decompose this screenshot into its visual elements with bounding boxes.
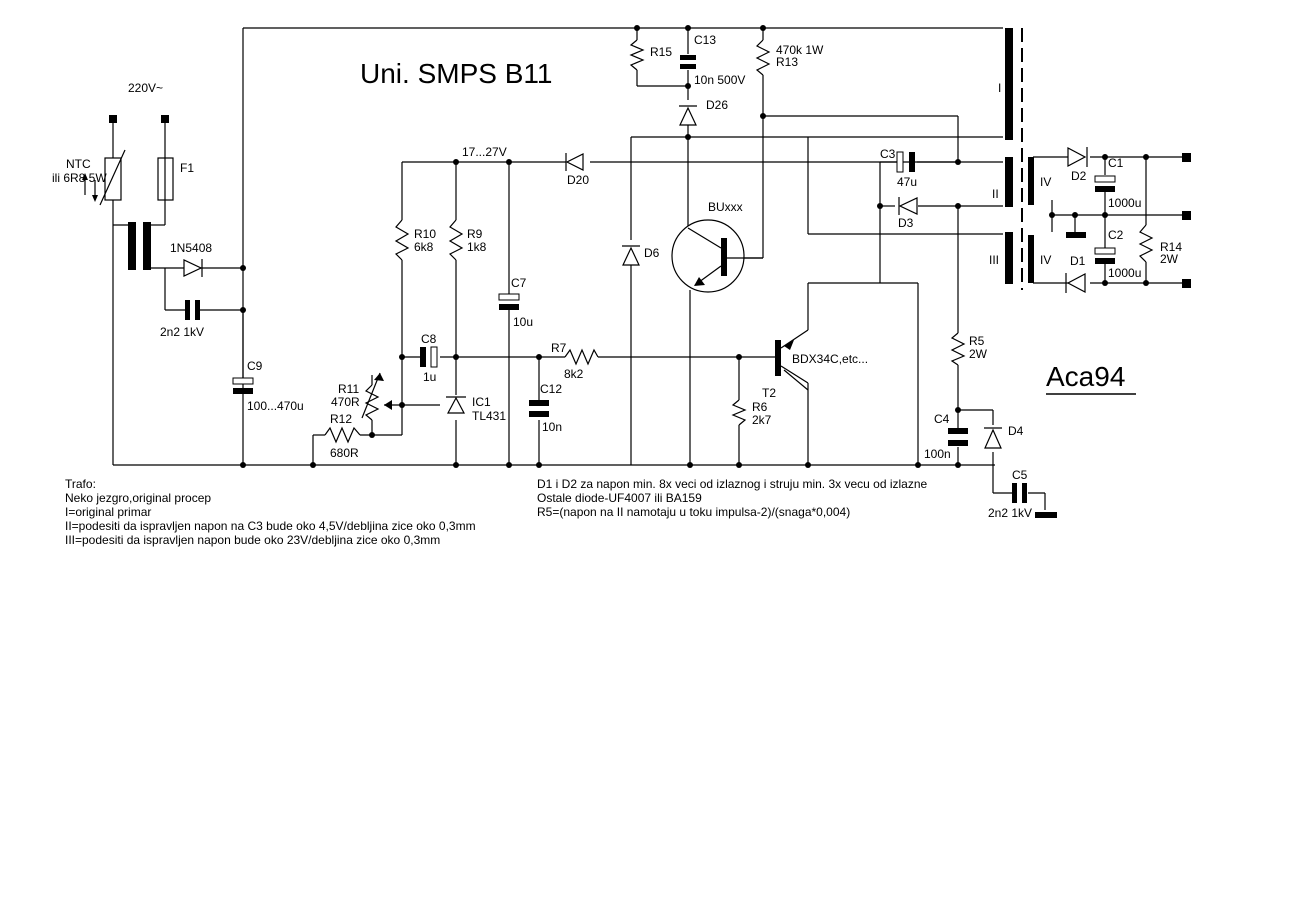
r10-label: R10: [414, 227, 436, 241]
c9-label: C9: [247, 359, 263, 373]
f1-label: F1: [180, 161, 194, 175]
r9-symbol: [448, 219, 464, 261]
d-1n5408-label: 1N5408: [170, 241, 212, 255]
winding-3-label: III: [989, 253, 999, 267]
d6-label: D6: [644, 246, 660, 260]
c4-label: C4: [934, 412, 950, 426]
c13-label: C13: [694, 33, 716, 47]
r14-value: 2W: [1160, 252, 1179, 266]
mains-label: 220V~: [128, 81, 163, 95]
r11-label: R11: [338, 382, 359, 396]
r14-label: R14: [1160, 240, 1182, 254]
r11-value: 470R: [331, 395, 360, 409]
c8-label: C8: [421, 332, 437, 346]
r12-value: 680R: [330, 446, 359, 460]
r5-value: 2W: [969, 347, 988, 361]
t2-transistor: [775, 329, 809, 391]
r14-symbol: [1138, 224, 1154, 263]
note-line: D1 i D2 za napon min. 8x veci od izlazno…: [537, 477, 928, 491]
r5-label: R5: [969, 334, 985, 348]
capacitors: [185, 55, 1116, 518]
r6-symbol: [731, 399, 747, 426]
r6-value: 2k7: [752, 413, 772, 427]
c5-value: 2n2 1kV: [988, 506, 1032, 520]
terminals: [109, 115, 1191, 288]
c12-value: 10n: [542, 420, 562, 434]
r6-label: R6: [752, 400, 768, 414]
c2-value: 1000u: [1108, 266, 1141, 280]
c12-label: C12: [540, 382, 562, 396]
winding-4b-label: IV: [1040, 253, 1051, 267]
r15-label: R15: [650, 45, 672, 59]
c3-label: C3: [880, 147, 896, 161]
d20-label: D20: [567, 173, 589, 187]
d26-label: D26: [706, 98, 728, 112]
r9-label: R9: [467, 227, 483, 241]
note-line: Ostale diode-UF4007 ili BA159: [537, 491, 702, 505]
c1-label: C1: [1108, 156, 1124, 170]
component-notes: D1 i D2 za napon min. 8x veci od izlazno…: [537, 477, 964, 519]
voltage-range-label: 17...27V: [462, 145, 507, 159]
r13-value: 470k 1W: [776, 43, 824, 57]
r10-symbol: [394, 219, 410, 261]
d4-label: D4: [1008, 424, 1024, 438]
r12-label: R12: [330, 412, 352, 426]
wires: [112, 27, 1188, 510]
c13-value: 10n 500V: [694, 73, 745, 87]
r7-value: 8k2: [564, 367, 584, 381]
r12-symbol: [324, 426, 361, 444]
r7-label: R7: [551, 341, 567, 355]
c7-value: 10u: [513, 315, 533, 329]
r9-value: 1k8: [467, 240, 487, 254]
ic1-value: TL431: [472, 409, 506, 423]
c9-value: 100...470u: [247, 399, 304, 413]
ntc-label: NTC: [66, 157, 91, 171]
r15-symbol: [629, 39, 645, 71]
bu-transistor: [671, 219, 763, 293]
bu-transistor-label: BUxxx: [708, 200, 743, 214]
diodes: [183, 105, 1088, 449]
note-line: II=podesiti da ispravljen napon na C3 bu…: [65, 519, 476, 533]
r5-symbol: [950, 332, 966, 366]
r13-label: R13: [776, 55, 798, 69]
r7-symbol: [564, 348, 599, 366]
c3-value: 47u: [897, 175, 917, 189]
c7-label: C7: [511, 276, 527, 290]
ntc-fuse: [99, 149, 174, 206]
c1-value: 1000u: [1108, 196, 1141, 210]
c5-label: C5: [1012, 468, 1028, 482]
r11-symbol: [364, 384, 380, 421]
transformer: [1005, 28, 1034, 290]
r10-value: 6k8: [414, 240, 434, 254]
note-line: Trafo:: [65, 477, 96, 491]
signature: Aca94: [1046, 361, 1125, 392]
transformer-notes: Trafo: Neko jezgro,original procep I=ori…: [65, 477, 476, 547]
winding-1-label: I: [998, 81, 1001, 95]
note-line: Neko jezgro,original procep: [65, 491, 212, 505]
input-choke: [128, 222, 151, 270]
t2-label: T2: [762, 386, 776, 400]
junctions: [240, 25, 1149, 468]
d1-label: D1: [1070, 254, 1086, 268]
d2-label: D2: [1071, 169, 1087, 183]
c4-value: 100n: [924, 447, 951, 461]
note-line: R5=(napon na II namotaju u toku impulsa-…: [537, 505, 851, 519]
note-line: I=original primar: [65, 505, 152, 519]
c2-label: C2: [1108, 228, 1124, 242]
diagram-title: Uni. SMPS B11: [360, 58, 552, 89]
resistors: [324, 39, 1154, 444]
r13-symbol: [755, 39, 771, 76]
c8-value: 1u: [423, 370, 436, 384]
ntc-alt-label: ili 6R8 5W: [52, 171, 107, 185]
winding-4a-label: IV: [1040, 175, 1051, 189]
d3-label: D3: [898, 216, 914, 230]
r11-wiper-arrow: [374, 373, 384, 381]
winding-2-label: II: [992, 187, 999, 201]
note-line: III=podesiti da ispravljen napon bude ok…: [65, 533, 441, 547]
ic1-label: IC1: [472, 395, 491, 409]
t2-value: BDX34C,etc...: [792, 352, 868, 366]
c-2n2-label: 2n2 1kV: [160, 325, 204, 339]
r11-tap-arrow: [384, 400, 392, 410]
